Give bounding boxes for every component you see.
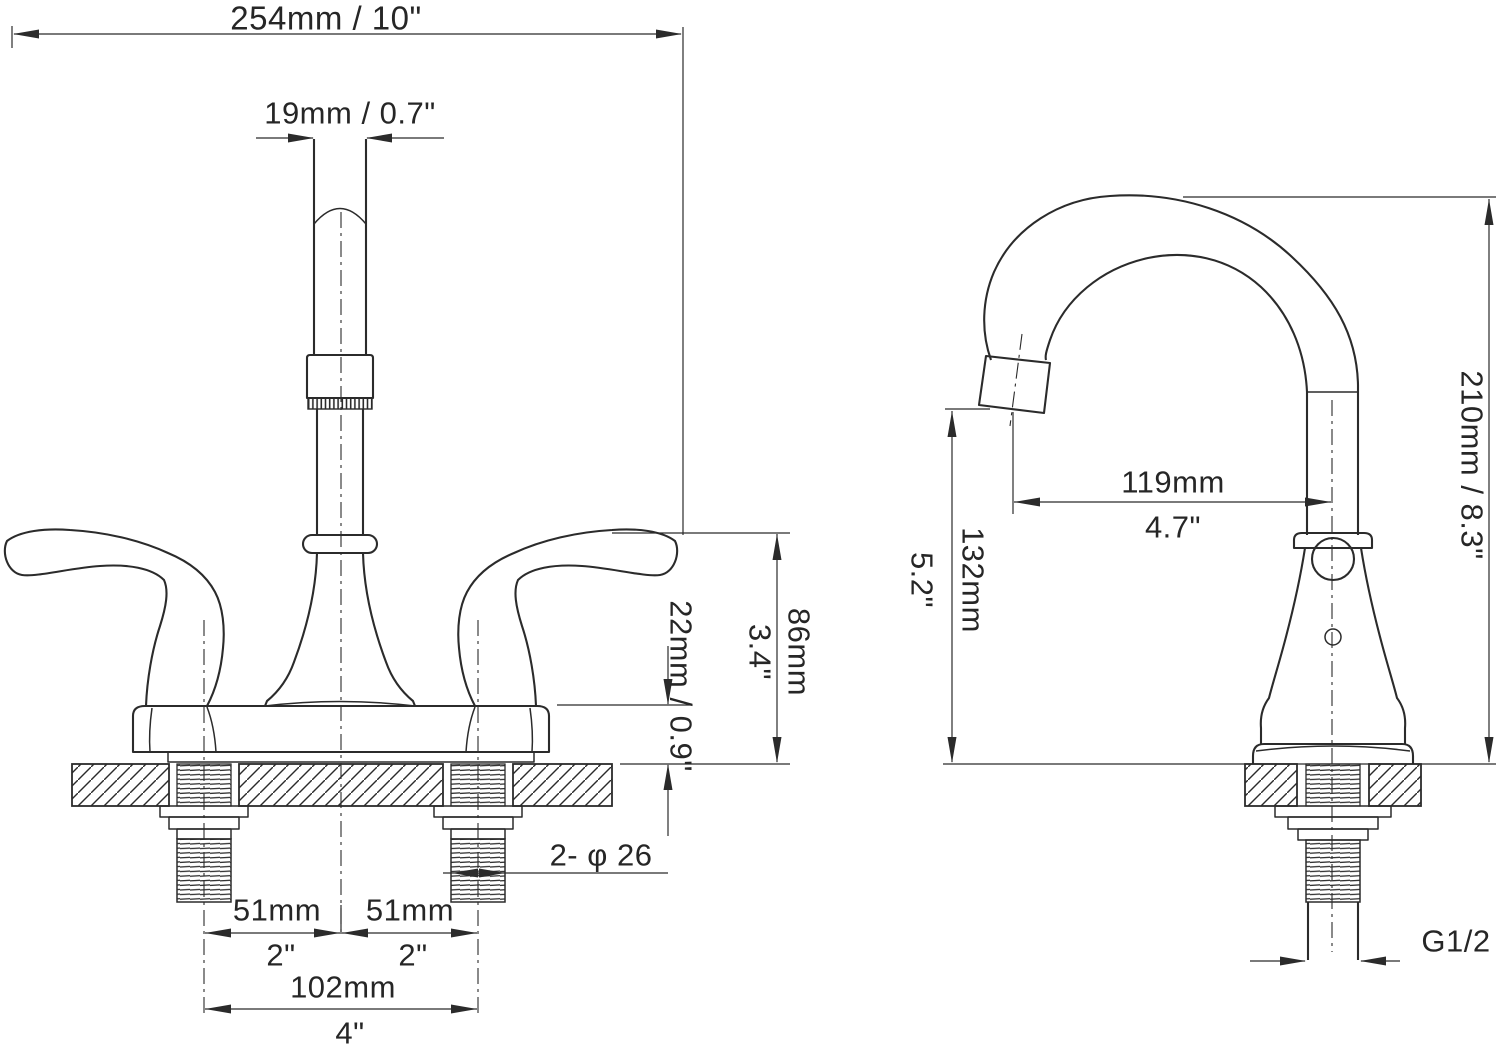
dim-inlet-thread-label: G1/2 xyxy=(1421,924,1490,959)
shank-right xyxy=(433,805,523,903)
dim-hole-spacing: 51mm 51mm 2" 2" 102mm 4" xyxy=(205,893,477,1051)
dim-body-height-in-label: 3.4" xyxy=(743,624,778,680)
body-left xyxy=(264,552,319,707)
front-handle-right xyxy=(457,528,679,708)
dim-spout-height-mm-label: 132mm xyxy=(956,527,991,633)
swivel-ball xyxy=(1310,536,1356,582)
body-right xyxy=(361,552,416,707)
countertop-front xyxy=(71,763,613,807)
side-centerlines xyxy=(1009,333,1333,952)
dim-reach-in-label: 4.7" xyxy=(1145,510,1201,545)
threaded-shank-side xyxy=(1305,839,1361,903)
spout-dome-line xyxy=(313,207,367,225)
side-spout xyxy=(977,194,1360,535)
side-base xyxy=(1251,742,1415,764)
dim-overall-width-label: 254mm / 10" xyxy=(230,0,421,37)
dim-left-spacing-in-label: 2" xyxy=(266,938,295,973)
aerator-collar xyxy=(305,353,375,400)
shank-in-hole-left xyxy=(176,763,232,807)
dim-deck-thickness: 22mm / 0.9" xyxy=(557,600,699,836)
dim-body-height-mm-label: 86mm xyxy=(782,608,817,696)
side-view: 210mm / 8.3" 132mm 5.2" 119mm 4.7" G1/ xyxy=(905,194,1496,966)
threaded-shank-left xyxy=(176,838,232,903)
countertop-side xyxy=(943,763,1422,807)
shank-left xyxy=(159,805,249,903)
deck-plate xyxy=(131,704,551,763)
aerator-screen xyxy=(307,397,373,410)
dim-spout-diameter: 19mm / 0.7" xyxy=(256,96,444,143)
dim-body-height: 86mm 3.4" xyxy=(612,532,817,765)
dim-left-spacing-mm-label: 51mm xyxy=(233,893,321,928)
dim-right-spacing-mm-label: 51mm xyxy=(366,893,454,928)
dim-total-height: 210mm / 8.3" xyxy=(1183,196,1496,765)
dim-inlet-thread: G1/2 xyxy=(1250,924,1490,966)
dim-reach: 119mm 4.7" xyxy=(1012,412,1331,545)
dim-deck-thickness-label: 22mm / 0.9" xyxy=(664,600,699,772)
front-view: 254mm / 10" 19mm / 0.7" 86mm 3.4" xyxy=(3,0,817,1051)
dim-total-height-label: 210mm / 8.3" xyxy=(1455,370,1490,559)
dim-reach-mm-label: 119mm xyxy=(1121,465,1225,500)
shank-side xyxy=(1274,805,1392,960)
side-body xyxy=(1251,531,1415,764)
dim-spout-height: 132mm 5.2" xyxy=(905,408,991,763)
dim-right-spacing-in-label: 2" xyxy=(398,938,427,973)
dim-spout-diameter-label: 19mm / 0.7" xyxy=(264,96,436,131)
dim-spout-height-in-label: 5.2" xyxy=(905,552,940,608)
dim-spread-in-label: 4" xyxy=(335,1016,364,1051)
deck-base-strip xyxy=(167,752,535,763)
shank-in-hole-right xyxy=(450,763,506,807)
shank-in-hole-side xyxy=(1305,763,1361,807)
front-spout xyxy=(264,139,416,707)
front-handle-left xyxy=(3,528,225,708)
dim-hole-note: 2- φ 26 xyxy=(443,838,668,878)
dim-spread-mm-label: 102mm xyxy=(290,970,396,1005)
dim-overall-width: 254mm / 10" xyxy=(11,0,684,535)
set-screw-hole xyxy=(1324,628,1342,646)
spout-base-ring xyxy=(301,533,379,555)
spout-outlet xyxy=(977,354,1052,415)
dim-hole-note-label: 2- φ 26 xyxy=(550,838,653,873)
